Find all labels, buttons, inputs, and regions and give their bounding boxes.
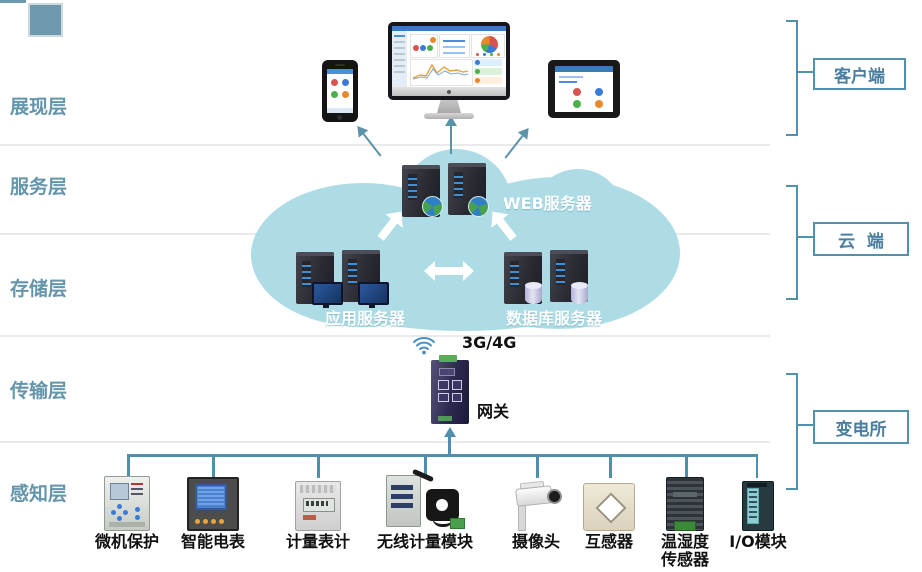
phone-app-footer (327, 108, 353, 113)
bus-drop (536, 454, 539, 478)
wifi-icon (413, 337, 435, 355)
substation-connector (796, 424, 813, 426)
bus-drop (755, 454, 758, 478)
bus-drop (685, 454, 688, 478)
device-protection-relay: 微机保护 (72, 476, 182, 572)
imac-base (424, 113, 474, 119)
tablet-screen (555, 66, 613, 112)
substation-bracket (786, 373, 798, 490)
dashboard-row-orange (474, 77, 502, 84)
smartphone-image (322, 60, 358, 122)
bus-drop (317, 454, 320, 478)
arrow-db-to-web-icon (484, 205, 522, 245)
bus-drop (609, 454, 612, 478)
band-divider (0, 441, 770, 443)
layer-label-sensing: 感知层 (10, 483, 68, 505)
camera-image (510, 480, 562, 531)
client-group-box: 客户端 (813, 58, 906, 90)
device-io-module: I/O模块 (703, 477, 813, 572)
cloud-bracket (786, 185, 798, 300)
status-dot-orange (342, 91, 349, 98)
phone-home-button (337, 115, 342, 120)
device-camera: 摄像头 (481, 477, 591, 572)
dashboard-panel-status (410, 34, 438, 58)
dashboard-panel-linechart (410, 59, 473, 86)
client-connector (796, 71, 813, 73)
monitor-icon (312, 282, 343, 308)
gateway-device-image (431, 355, 469, 424)
layer-label-storage: 存储层 (10, 278, 68, 300)
gateway-display (439, 368, 455, 376)
bus-drop (127, 454, 130, 478)
status-dot-green (331, 91, 338, 98)
layer-label-presentation: 展现层 (10, 96, 68, 118)
database-icon (525, 282, 542, 304)
deco-strip (0, 0, 26, 3)
dashboard-row-blue (474, 59, 502, 66)
phone-screen (327, 69, 353, 113)
smart-meter-image (187, 477, 239, 531)
device-temp-humidity-sensor: 温湿度 传感器 (630, 477, 740, 572)
layer-label-transport: 传输层 (10, 380, 68, 402)
band-divider (0, 144, 770, 146)
device-din-meter: 计量表计 (263, 477, 373, 572)
db-server-label: 数据库服务器 (506, 309, 603, 328)
globe-icon (422, 196, 443, 217)
dashboard-panel-table (439, 34, 470, 58)
dashboard-titlebar (392, 26, 506, 31)
phone-app-header (327, 69, 353, 74)
io-module-image (742, 481, 774, 531)
temp-humidity-sensor-image (666, 477, 704, 531)
monitor-icon (358, 282, 389, 308)
globe-icon (468, 196, 489, 217)
sensing-bus-line (127, 454, 758, 457)
deco-square (28, 3, 63, 37)
client-bracket (786, 20, 798, 136)
device-smart-meter: 智能电表 (158, 477, 268, 572)
imac-stand (437, 100, 461, 113)
wireless-metering-module-image (386, 468, 465, 531)
app-server-group (296, 250, 392, 308)
bus-drop (424, 454, 427, 478)
din-meter-image (295, 481, 341, 531)
layer-label-service: 服务层 (10, 176, 68, 198)
cloud-connector (796, 236, 813, 238)
arrow-app-to-web-icon (372, 205, 410, 245)
gateway-ports (438, 380, 462, 402)
gateway-label: 网关 (477, 402, 510, 421)
dashboard-panel-pie (471, 34, 505, 58)
network-label: 3G/4G (462, 333, 517, 352)
database-icon (571, 282, 588, 304)
imac-dashboard (392, 26, 506, 87)
arrow-cloud-to-desktop-icon (444, 116, 458, 154)
dashboard-row-green (474, 68, 502, 75)
current-transformer-image (583, 483, 635, 531)
status-dot-blue (342, 79, 349, 86)
arrow-bus-to-gateway-icon (443, 427, 456, 455)
cloud-group-box: 云 端 (813, 222, 909, 256)
protection-relay-image (104, 476, 150, 531)
apple-logo-icon (447, 90, 451, 94)
db-server-group (504, 250, 596, 308)
web-server-label: WEB服务器 (503, 194, 592, 213)
tablet-image (548, 60, 620, 118)
device-current-transformer: 互感器 (554, 477, 664, 572)
arrow-app-db-sync-icon (424, 261, 474, 281)
phone-earpiece (335, 64, 345, 66)
substation-group-box: 变电所 (813, 410, 909, 444)
bus-drop (212, 454, 215, 478)
dashboard-sidebar (392, 31, 407, 87)
app-server-label: 应用服务器 (325, 309, 406, 328)
band-divider (0, 335, 770, 337)
status-dot-red (331, 79, 338, 86)
desktop-monitor-image (388, 22, 512, 122)
web-server-group (402, 163, 494, 219)
tablet-app-header (555, 66, 613, 72)
device-wireless-metering-module: 无线计量模块 (370, 468, 480, 572)
